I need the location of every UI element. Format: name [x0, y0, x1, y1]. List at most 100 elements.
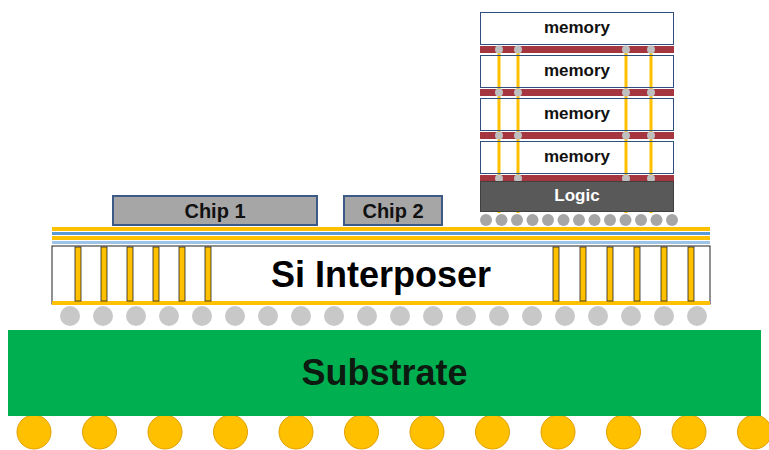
- c4-bump: [93, 306, 113, 326]
- c4-bump: [555, 306, 575, 326]
- c4-bump: [390, 306, 410, 326]
- part-label: Si Interposer: [268, 255, 494, 295]
- micro-bump: [558, 214, 570, 226]
- c4-bump: [258, 306, 278, 326]
- micro-bump: [573, 214, 585, 226]
- solder-ball: [738, 415, 769, 449]
- tsv: [580, 247, 586, 301]
- bond-layer: [480, 46, 674, 53]
- c4-bump: [225, 306, 245, 326]
- micro-bump: [480, 214, 492, 226]
- solder-ball: [345, 415, 379, 449]
- solder-ball: [279, 415, 313, 449]
- solder-ball: [672, 415, 706, 449]
- memory-die: memory: [480, 12, 674, 45]
- micro-bump: [511, 214, 523, 226]
- chip-die: Chip 2: [343, 195, 443, 226]
- part-label: memory: [541, 62, 613, 81]
- micro-bump: [527, 214, 539, 226]
- solder-ball: [410, 415, 444, 449]
- micro-bump: [589, 214, 601, 226]
- rdl-layer: [52, 232, 710, 235]
- stack-bump: [495, 46, 503, 54]
- stack-bump: [514, 89, 522, 97]
- memory-die-fill: [480, 141, 674, 174]
- part-label: Chip 1: [181, 200, 248, 222]
- micro-bump: [496, 214, 508, 226]
- stack-bump: [647, 89, 655, 97]
- substrate: Substrate: [8, 330, 761, 416]
- bond-layer: [480, 89, 674, 96]
- tsv: [634, 247, 640, 301]
- micro-bump: [620, 214, 632, 226]
- c4-bump: [126, 306, 146, 326]
- tsv: [75, 247, 81, 301]
- micro-bump: [651, 214, 663, 226]
- rdl-layer: [52, 241, 710, 244]
- tsv: [205, 247, 211, 301]
- c4-bump: [489, 306, 509, 326]
- stack-bump: [647, 46, 655, 54]
- memory-die: memory: [480, 141, 674, 174]
- solder-ball: [148, 415, 182, 449]
- stack-bump: [622, 132, 630, 140]
- interposer-body: [52, 246, 710, 304]
- c4-bump: [522, 306, 542, 326]
- stack-bump: [514, 132, 522, 140]
- tsv: [179, 247, 185, 301]
- micro-bump: [542, 214, 554, 226]
- c4-bump: [423, 306, 443, 326]
- solder-ball: [17, 415, 51, 449]
- memory-die: memory: [480, 55, 674, 88]
- part-label: Chip 2: [359, 200, 426, 222]
- tsv: [661, 247, 667, 301]
- micro-bump: [604, 214, 616, 226]
- tsv: [153, 247, 159, 301]
- bottom-rdl: [52, 301, 710, 305]
- stack-bump: [495, 89, 503, 97]
- tsv: [553, 247, 559, 301]
- stack-bump: [495, 132, 503, 140]
- si-interposer: Si Interposer: [52, 246, 710, 304]
- c4-bump: [654, 306, 674, 326]
- memory-die-fill: [480, 98, 674, 131]
- memory-die-fill: [480, 12, 674, 45]
- tsv: [607, 247, 613, 301]
- stack-bump: [647, 132, 655, 140]
- solder-ball: [83, 415, 117, 449]
- part-label: memory: [541, 19, 613, 38]
- stack-bump: [622, 89, 630, 97]
- part-label: Logic: [551, 187, 602, 206]
- tsv: [688, 247, 694, 301]
- part-label: Substrate: [298, 353, 470, 393]
- c4-bump: [192, 306, 212, 326]
- chip-die: Chip 1: [112, 195, 318, 226]
- c4-bump: [159, 306, 179, 326]
- stack-bump: [622, 46, 630, 54]
- memory-die: memory: [480, 98, 674, 131]
- solder-ball: [607, 415, 641, 449]
- tsv: [101, 247, 107, 301]
- memory-die-fill: [480, 55, 674, 88]
- part-label: memory: [541, 105, 613, 124]
- tsv: [127, 247, 133, 301]
- solder-ball: [541, 415, 575, 449]
- bond-layer: [480, 132, 674, 139]
- stack-bump: [514, 46, 522, 54]
- c4-bump: [291, 306, 311, 326]
- micro-bump: [666, 214, 678, 226]
- micro-bump: [635, 214, 647, 226]
- c4-bump: [60, 306, 80, 326]
- solder-ball: [476, 415, 510, 449]
- c4-bump: [588, 306, 608, 326]
- solder-ball: [214, 415, 248, 449]
- logic-die: Logic: [480, 181, 674, 212]
- c4-bump: [357, 306, 377, 326]
- c4-bump: [456, 306, 476, 326]
- c4-bump: [687, 306, 707, 326]
- rdl-layer: [52, 227, 710, 231]
- rdl-layer: [52, 236, 710, 240]
- c4-bump: [324, 306, 344, 326]
- part-label: memory: [541, 148, 613, 167]
